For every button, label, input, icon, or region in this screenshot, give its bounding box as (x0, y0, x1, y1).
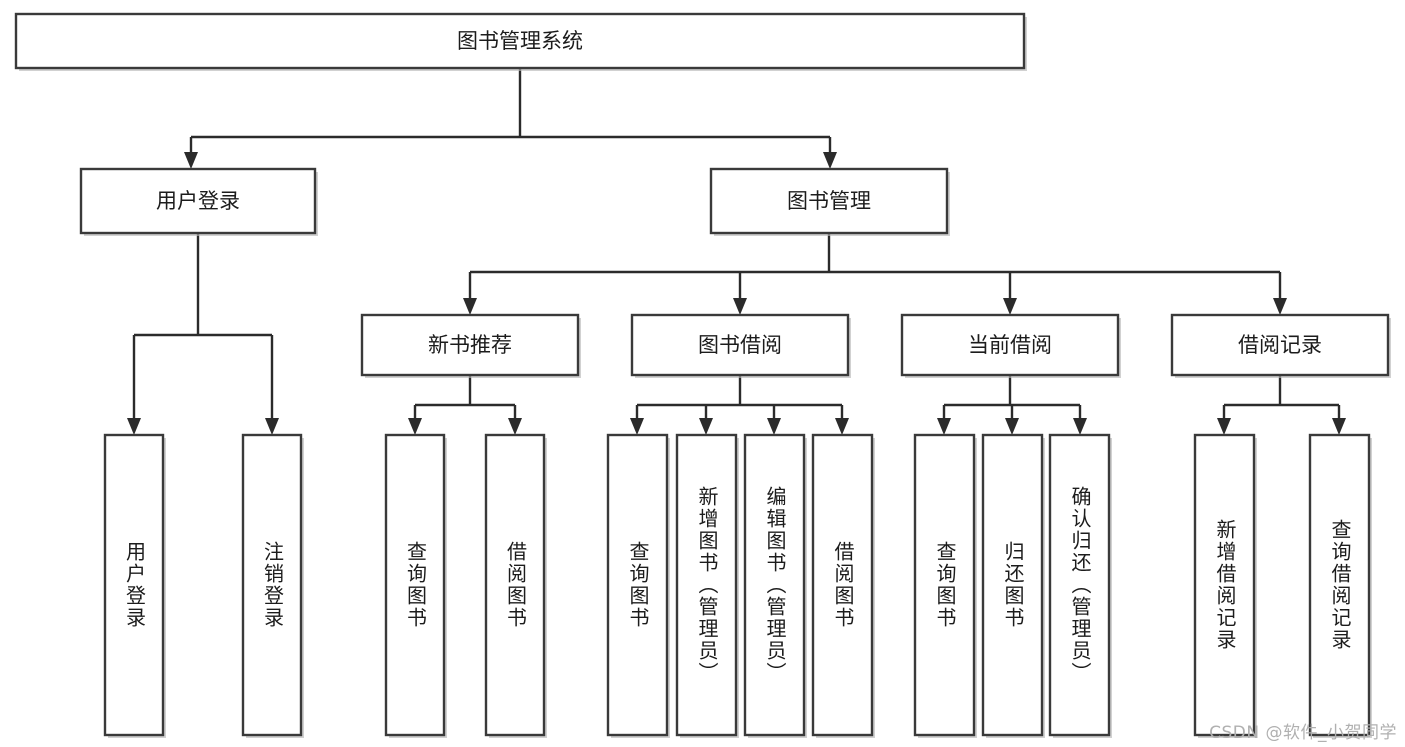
node-box-borrow-record[interactable] (1170, 313, 1390, 377)
node-box-leaf-add-book-admin[interactable] (675, 433, 738, 737)
arrow-bookmanage-new-book-recommend (463, 298, 477, 315)
arrow-new-book-recommend-leaf-borrow-book-recommend (508, 418, 522, 435)
arrow-current-borrow-leaf-confirm-return-admin (1073, 418, 1087, 435)
node-box-leaf-query-book-current[interactable] (913, 433, 976, 737)
node-box-leaf-logout[interactable] (241, 433, 303, 737)
node-box-user-login[interactable] (79, 167, 317, 235)
csdn-watermark: CSDN @软件_小贺同学 (1209, 723, 1397, 743)
arrow-bookmanage-current-borrow (1003, 298, 1017, 315)
node-box-leaf-user-login[interactable] (103, 433, 165, 737)
arrow-new-book-recommend-leaf-query-book-recommend (408, 418, 422, 435)
node-label-new-book-recommend: 新书推荐 (428, 333, 512, 357)
node-box-leaf-query-book-borrow[interactable] (606, 433, 669, 737)
connectors-layer (127, 68, 1346, 435)
arrow-userlogin-leaf-logout (265, 418, 279, 435)
node-box-leaf-borrow-book[interactable] (811, 433, 874, 737)
node-box-book-manage[interactable] (709, 167, 949, 235)
arrow-root-book-manage (823, 152, 837, 169)
node-box-root[interactable] (14, 12, 1026, 70)
arrow-book-borrow-leaf-add-book-admin (699, 418, 713, 435)
node-box-leaf-edit-book-admin[interactable] (743, 433, 806, 737)
arrow-book-borrow-leaf-borrow-book (835, 418, 849, 435)
node-box-leaf-add-borrow-record[interactable] (1193, 433, 1256, 737)
node-label-borrow-record: 借阅记录 (1238, 333, 1322, 357)
arrow-bookmanage-borrow-record (1273, 298, 1287, 315)
boxes-layer (14, 12, 1391, 738)
arrow-borrow-record-leaf-add-borrow-record (1217, 418, 1231, 435)
node-box-leaf-borrow-book-recommend[interactable] (484, 433, 546, 737)
node-label-current-borrow: 当前借阅 (968, 333, 1052, 357)
node-label-book-manage: 图书管理 (787, 189, 871, 213)
arrow-borrow-record-leaf-query-borrow-record (1332, 418, 1346, 435)
node-label-book-borrow: 图书借阅 (698, 333, 782, 357)
node-box-book-borrow[interactable] (630, 313, 850, 377)
node-box-leaf-query-book-recommend[interactable] (384, 433, 446, 737)
arrow-root-user-login (184, 152, 198, 169)
node-label-root: 图书管理系统 (457, 29, 583, 53)
arrow-book-borrow-leaf-edit-book-admin (767, 418, 781, 435)
node-box-leaf-query-borrow-record[interactable] (1308, 433, 1371, 737)
node-box-new-book-recommend[interactable] (360, 313, 580, 377)
arrow-current-borrow-leaf-return-book (1005, 418, 1019, 435)
arrow-book-borrow-leaf-query-book-borrow (630, 418, 644, 435)
arrow-bookmanage-book-borrow (733, 298, 747, 315)
node-label-user-login: 用户登录 (156, 189, 240, 213)
node-box-leaf-return-book[interactable] (981, 433, 1044, 737)
node-box-leaf-confirm-return-admin[interactable] (1048, 433, 1111, 737)
arrow-userlogin-leaf-user-login (127, 418, 141, 435)
node-box-current-borrow[interactable] (900, 313, 1120, 377)
arrow-current-borrow-leaf-query-book-current (937, 418, 951, 435)
